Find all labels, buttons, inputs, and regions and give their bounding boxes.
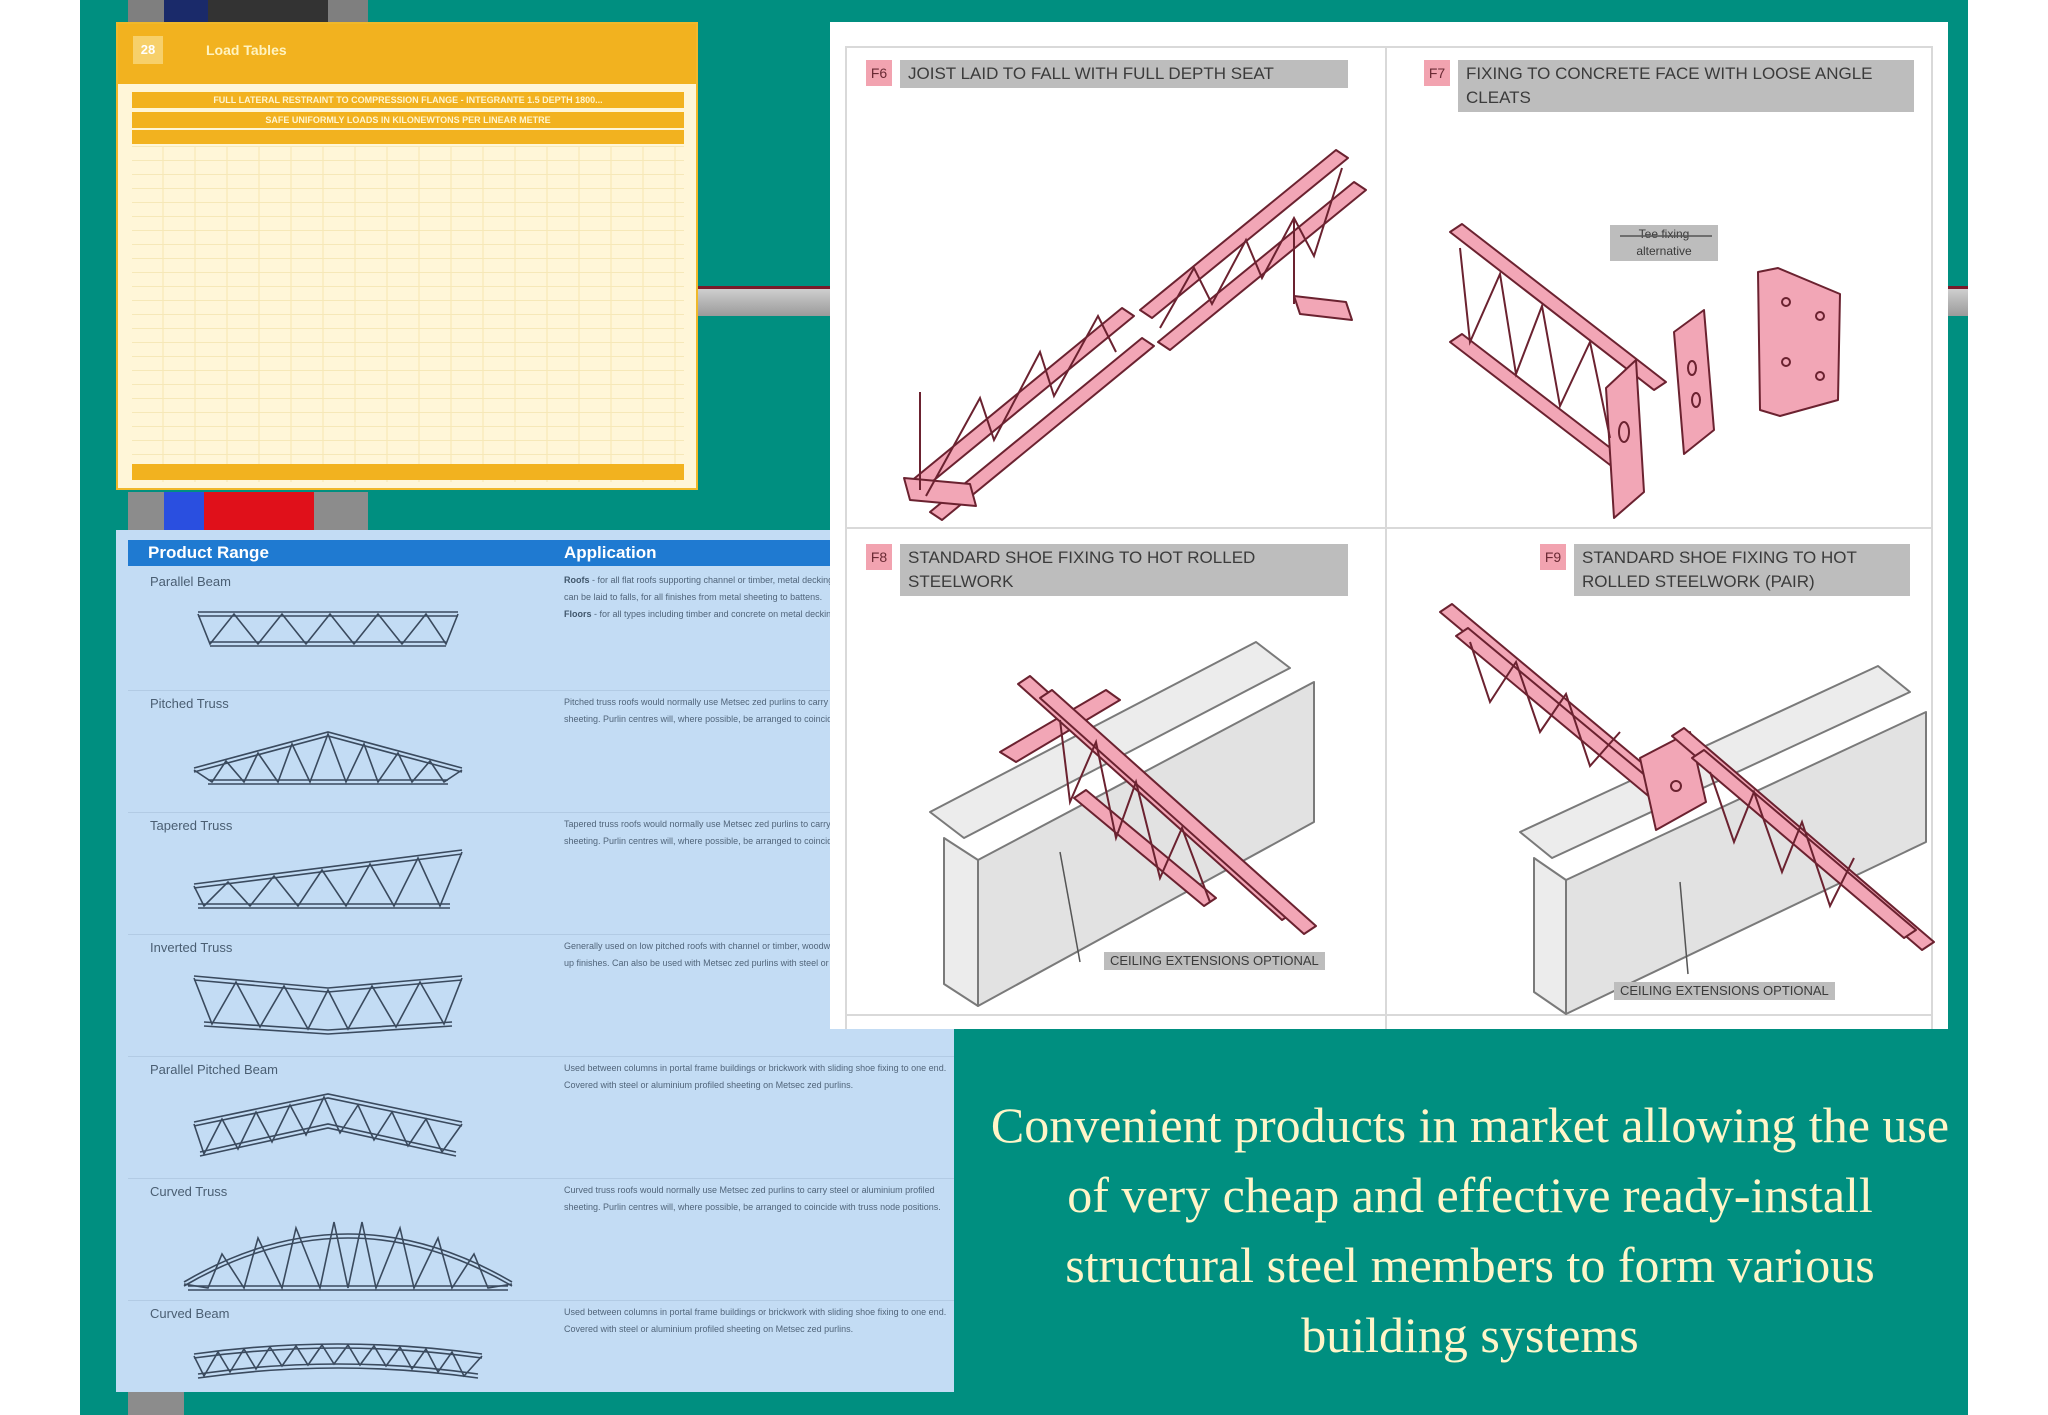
product-application: Used between columns in portal frame bui… xyxy=(564,1063,947,1090)
panel-right-rule xyxy=(1931,46,1933,1029)
decor-strip-mid-red xyxy=(204,492,314,530)
tee-fixing-label: Tee fixing alternative xyxy=(1610,225,1718,261)
row-divider xyxy=(128,1056,954,1057)
curved-beam-diagram xyxy=(193,1343,483,1379)
parallel-beam-diagram xyxy=(197,611,459,647)
load-table-page-number: 28 xyxy=(133,36,163,64)
product-name: Inverted Truss xyxy=(150,940,233,955)
decor-strip-top-dark xyxy=(208,0,328,22)
detail-caption: Standard shoe fixing to hot rolled steel… xyxy=(900,544,1348,596)
load-table-band-sub: SAFE UNIFORMLY LOADS IN KILONEWTONS PER … xyxy=(132,112,684,128)
load-table-grid xyxy=(132,146,684,482)
f6-joist-diagram xyxy=(903,149,1367,521)
decor-strip-top-navy xyxy=(164,0,208,22)
header-application: Application xyxy=(564,543,657,562)
f7-fixing-diagram xyxy=(1449,223,1841,519)
product-row-curved-truss: Curved Truss Curved truss roofs would no… xyxy=(128,1180,954,1298)
decor-strip-top-grey2 xyxy=(328,0,368,22)
curved-truss-diagram xyxy=(183,1221,513,1291)
row-divider xyxy=(128,1300,954,1301)
row-divider xyxy=(128,812,954,813)
f9-shoe-fixing-pair-diagram xyxy=(1439,603,1935,1015)
detail-caption: Joist laid to fall with full depth seat xyxy=(900,60,1348,88)
row-divider xyxy=(128,934,954,935)
load-table-column-header xyxy=(132,130,684,144)
product-row-inverted-truss: Inverted Truss Generally used on low pit… xyxy=(128,936,954,1054)
header-product-range: Product Range xyxy=(148,543,269,562)
product-application: Tapered truss roofs would normally use M… xyxy=(564,819,939,846)
product-application: Roofs - for all flat roofs supporting ch… xyxy=(564,575,946,619)
detail-number: F9 xyxy=(1540,544,1566,570)
detail-number: F6 xyxy=(866,60,892,86)
panel-horizontal-divider xyxy=(845,527,1933,529)
row-divider xyxy=(128,690,954,691)
tapered-truss-diagram xyxy=(193,849,463,909)
decor-strip-bottom-grey xyxy=(128,1392,184,1415)
parallel-pitched-beam-diagram xyxy=(193,1093,463,1157)
product-application: Pitched truss roofs would normally use M… xyxy=(564,697,941,724)
slide-caption: Convenient products in market allowing t… xyxy=(990,1097,1950,1363)
fixing-details-panel: F6 Joist laid to fall with full depth se… xyxy=(830,22,1948,1029)
panel-bottom-rule xyxy=(845,1014,1933,1016)
product-range-panel: Product Range Application Parallel Beam … xyxy=(116,530,954,1392)
product-name: Tapered Truss xyxy=(150,818,233,833)
panel-left-rule xyxy=(845,46,847,1029)
detail-caption: Fixing to concrete face with loose angle… xyxy=(1458,60,1914,112)
product-name: Parallel Pitched Beam xyxy=(150,1062,278,1077)
inverted-truss-diagram xyxy=(193,975,463,1035)
load-table-band-top: FULL LATERAL RESTRAINT TO COMPRESSION FL… xyxy=(132,92,684,108)
product-row-pitched-truss: Pitched Truss Pitched truss roofs would … xyxy=(128,692,954,810)
detail-number: F7 xyxy=(1424,60,1450,86)
product-name: Pitched Truss xyxy=(150,696,229,711)
detail-number: F8 xyxy=(866,544,892,570)
product-range-header: Product Range Application xyxy=(128,540,954,566)
product-name: Curved Truss xyxy=(150,1184,228,1199)
product-row-parallel-beam: Parallel Beam Roofs - for all flat roofs… xyxy=(128,570,954,688)
product-row-parallel-pitched-beam: Parallel Pitched Beam Used between colum… xyxy=(128,1058,954,1176)
product-application: Curved truss roofs would normally use Me… xyxy=(564,1185,941,1212)
product-application: Used between columns in portal frame bui… xyxy=(564,1307,947,1334)
product-name: Parallel Beam xyxy=(150,574,231,589)
panel-top-rule xyxy=(845,46,1933,48)
ceiling-extensions-note-f8: CEILING EXTENSIONS OPTIONAL xyxy=(1104,952,1325,970)
decor-strip-mid-grey2 xyxy=(314,492,368,530)
pitched-truss-diagram xyxy=(193,731,463,785)
load-table-title: Load Tables xyxy=(206,42,287,58)
product-row-curved-beam: Curved Beam Used between columns in port… xyxy=(128,1302,954,1392)
load-table-panel: 28 Load Tables FULL LATERAL RESTRAINT TO… xyxy=(116,22,698,490)
row-divider xyxy=(128,1178,954,1179)
load-table-footer-band xyxy=(132,464,684,480)
decor-strip-mid-blue xyxy=(164,492,208,530)
product-name: Curved Beam xyxy=(150,1306,230,1321)
ceiling-extensions-note-f9: CEILING EXTENSIONS OPTIONAL xyxy=(1614,982,1835,1000)
product-application: Generally used on low pitched roofs with… xyxy=(564,941,948,968)
product-row-tapered-truss: Tapered Truss Tapered truss roofs would … xyxy=(128,814,954,932)
panel-vertical-divider xyxy=(1385,46,1387,1029)
detail-caption: Standard shoe fixing to hot rolled steel… xyxy=(1574,544,1910,596)
f8-shoe-fixing-diagram xyxy=(929,641,1317,1007)
load-table-header xyxy=(118,24,696,84)
